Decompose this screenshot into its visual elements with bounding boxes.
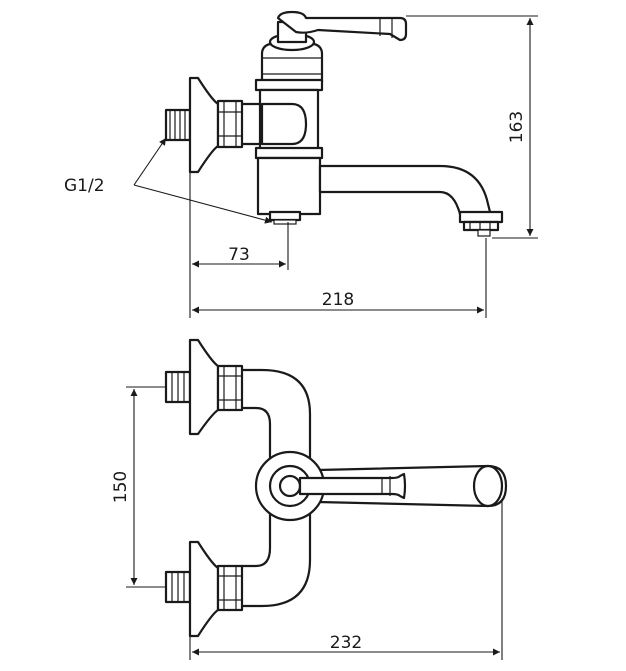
dimension-top-total-length: 232 bbox=[189, 500, 503, 660]
diverter-knob[interactable] bbox=[260, 102, 308, 146]
dimension-outlet-offset-label: 73 bbox=[228, 245, 250, 265]
dimension-total-length: 218 bbox=[192, 238, 487, 318]
cartridge-cap bbox=[260, 20, 324, 84]
spout bbox=[318, 164, 492, 216]
dimension-outlet-offset: 73 bbox=[189, 172, 289, 318]
mixer-body bbox=[254, 78, 324, 225]
inlet-thread bbox=[164, 108, 192, 142]
dimension-total-length-label: 218 bbox=[322, 290, 354, 310]
spout-aerator bbox=[458, 210, 504, 237]
dimension-inlet-spacing: 150 bbox=[111, 386, 166, 588]
side-view: 163 G1/2 73 218 bbox=[64, 10, 538, 318]
thread-callout: G1/2 bbox=[64, 137, 273, 224]
thread-label: G1/2 bbox=[64, 176, 105, 196]
dimension-inlet-spacing-label: 150 bbox=[111, 471, 131, 503]
top-body bbox=[254, 450, 326, 522]
top-lever-handle[interactable] bbox=[298, 472, 407, 500]
dimension-height: 163 bbox=[406, 15, 538, 239]
connection-nut bbox=[216, 99, 244, 149]
upper-inlet bbox=[164, 338, 244, 436]
dimension-height-label: 163 bbox=[507, 111, 527, 143]
lever-handle[interactable] bbox=[276, 10, 408, 42]
dimension-top-total-length-label: 232 bbox=[330, 633, 362, 653]
wall-flange bbox=[188, 76, 220, 174]
top-spout-outlet bbox=[472, 464, 504, 508]
top-view: 150 232 bbox=[111, 338, 508, 660]
connector-pipe bbox=[240, 102, 262, 146]
lower-inlet bbox=[164, 540, 244, 638]
